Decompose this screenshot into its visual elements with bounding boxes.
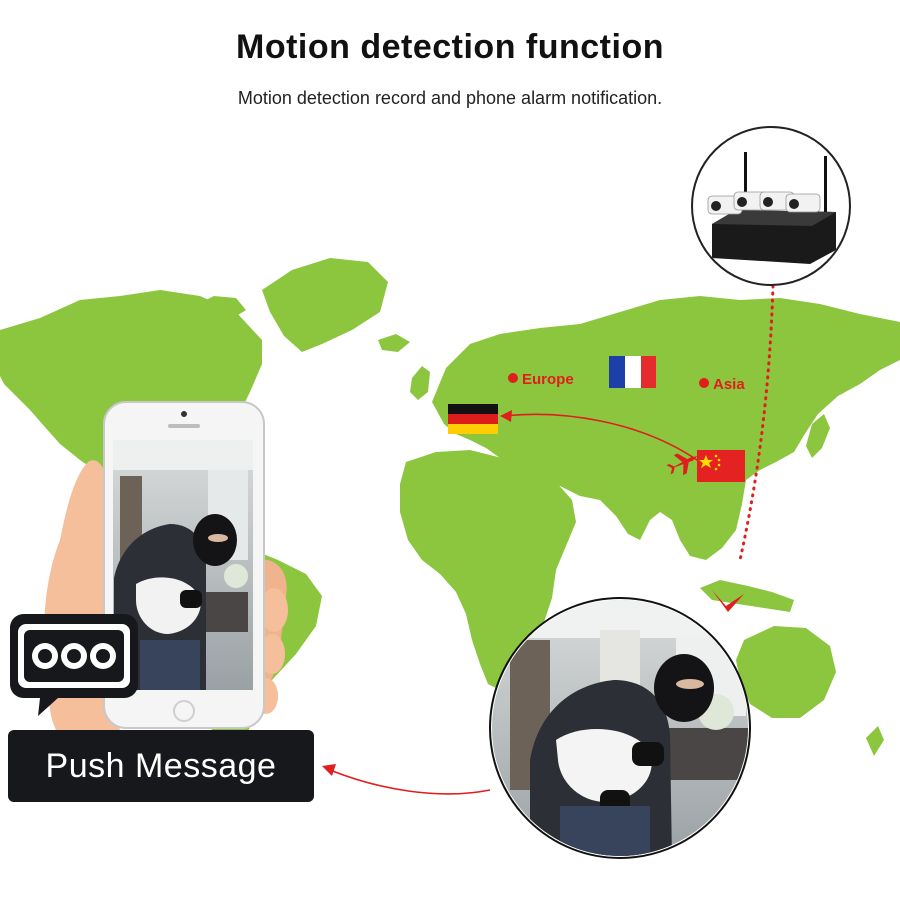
iceland (378, 334, 410, 352)
asia-label: Asia (713, 376, 745, 393)
location-marker-icon (712, 590, 744, 612)
indonesia (700, 580, 794, 612)
signal-dotted-line (738, 284, 775, 562)
camera-nvr-kit-icon (691, 126, 851, 286)
airplane-icon (666, 453, 698, 476)
australia (736, 626, 836, 718)
smartphone-icon (103, 401, 265, 729)
arctic-islands (190, 296, 246, 322)
china-flag-icon (697, 450, 745, 482)
europe-dot (508, 373, 518, 383)
germany-flag-icon (448, 404, 498, 434)
uk-islands (410, 366, 430, 400)
greenland (262, 258, 388, 352)
route-arrowhead (500, 410, 512, 422)
europe-label: Europe (522, 371, 574, 388)
asia-dot (699, 378, 709, 388)
page-subtitle: Motion detection record and phone alarm … (237, 88, 663, 108)
route-arc (503, 413, 701, 463)
africa (400, 450, 576, 690)
push-message-label: Push Message (45, 746, 277, 785)
new-zealand (866, 726, 884, 756)
notify-arrow (329, 769, 491, 795)
france-flag-icon (609, 356, 656, 388)
page-title: Motion detection function (236, 28, 664, 66)
eurasia (432, 296, 900, 560)
japan (806, 414, 830, 458)
chat-bubble-dots-icon (10, 614, 138, 716)
push-message-box: Push Message (8, 730, 314, 802)
notify-arrowhead (322, 764, 336, 776)
camera-view-circle (489, 597, 751, 859)
